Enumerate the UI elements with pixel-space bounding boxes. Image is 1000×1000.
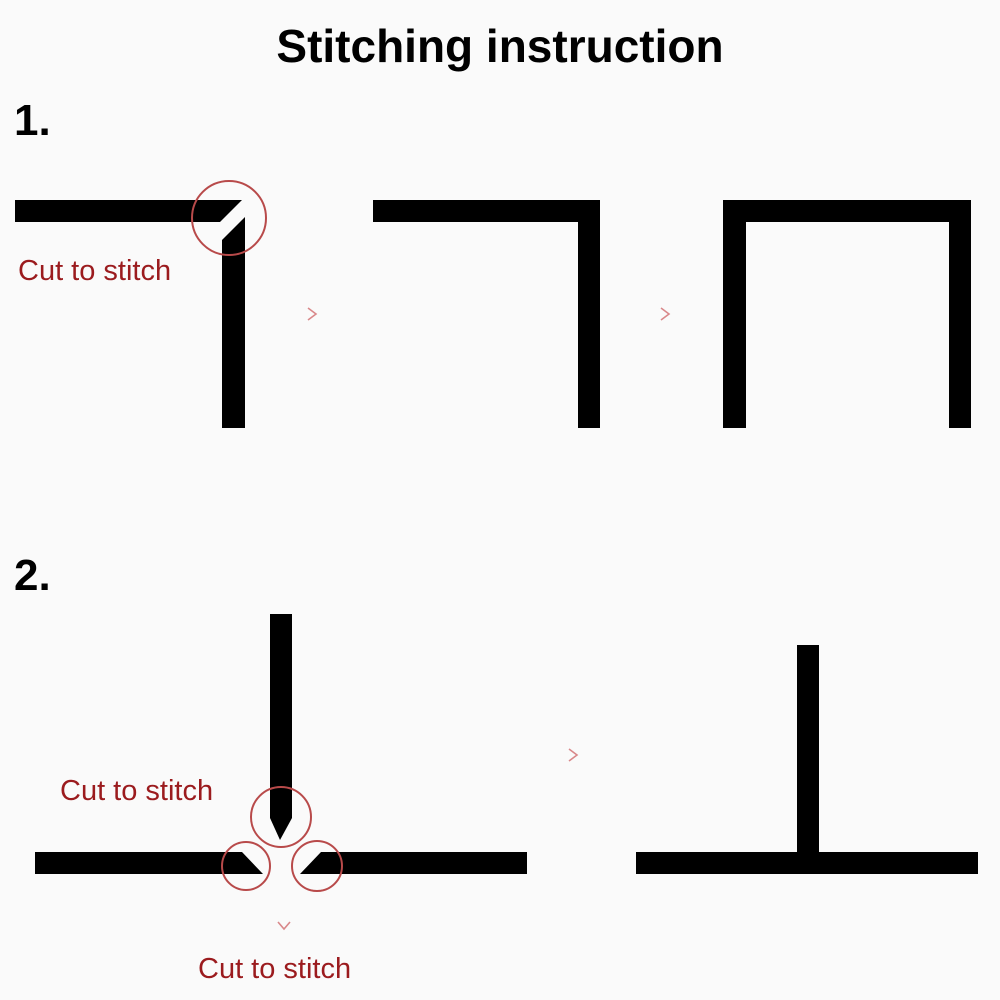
arrow-right-icon	[660, 307, 671, 321]
horizontal-strip	[636, 852, 978, 874]
cut-to-stitch-label: Cut to stitch	[198, 953, 351, 985]
arrow-down-icon	[277, 921, 291, 931]
step-1-frame-complete	[723, 200, 971, 428]
cut-to-stitch-label: Cut to stitch	[60, 775, 213, 807]
horizontal-strip	[15, 200, 242, 222]
cut-highlight-circle	[250, 786, 312, 848]
arrow-right-icon	[568, 748, 579, 762]
step-1-number: 1.	[14, 96, 51, 145]
vertical-strip	[797, 645, 819, 857]
diagram-title: Stitching instruction	[276, 20, 723, 72]
cut-highlight-circle	[291, 840, 343, 892]
cut-highlight-circle	[191, 180, 267, 256]
step-2-cut-tee	[35, 614, 527, 892]
step-1-corner-joined	[373, 200, 600, 428]
cut-highlight-circle	[221, 841, 271, 891]
vertical-strip-pointed	[270, 614, 292, 840]
left-strip-mitered	[35, 852, 263, 874]
right-strip-mitered	[300, 852, 527, 874]
vertical-strip	[222, 217, 245, 428]
cut-to-stitch-label: Cut to stitch	[18, 255, 171, 287]
arrow-right-icon	[307, 307, 318, 321]
step-1-cut-corner	[15, 180, 267, 428]
step-2-tee-joined	[636, 645, 978, 874]
step-2-number: 2.	[14, 551, 51, 600]
